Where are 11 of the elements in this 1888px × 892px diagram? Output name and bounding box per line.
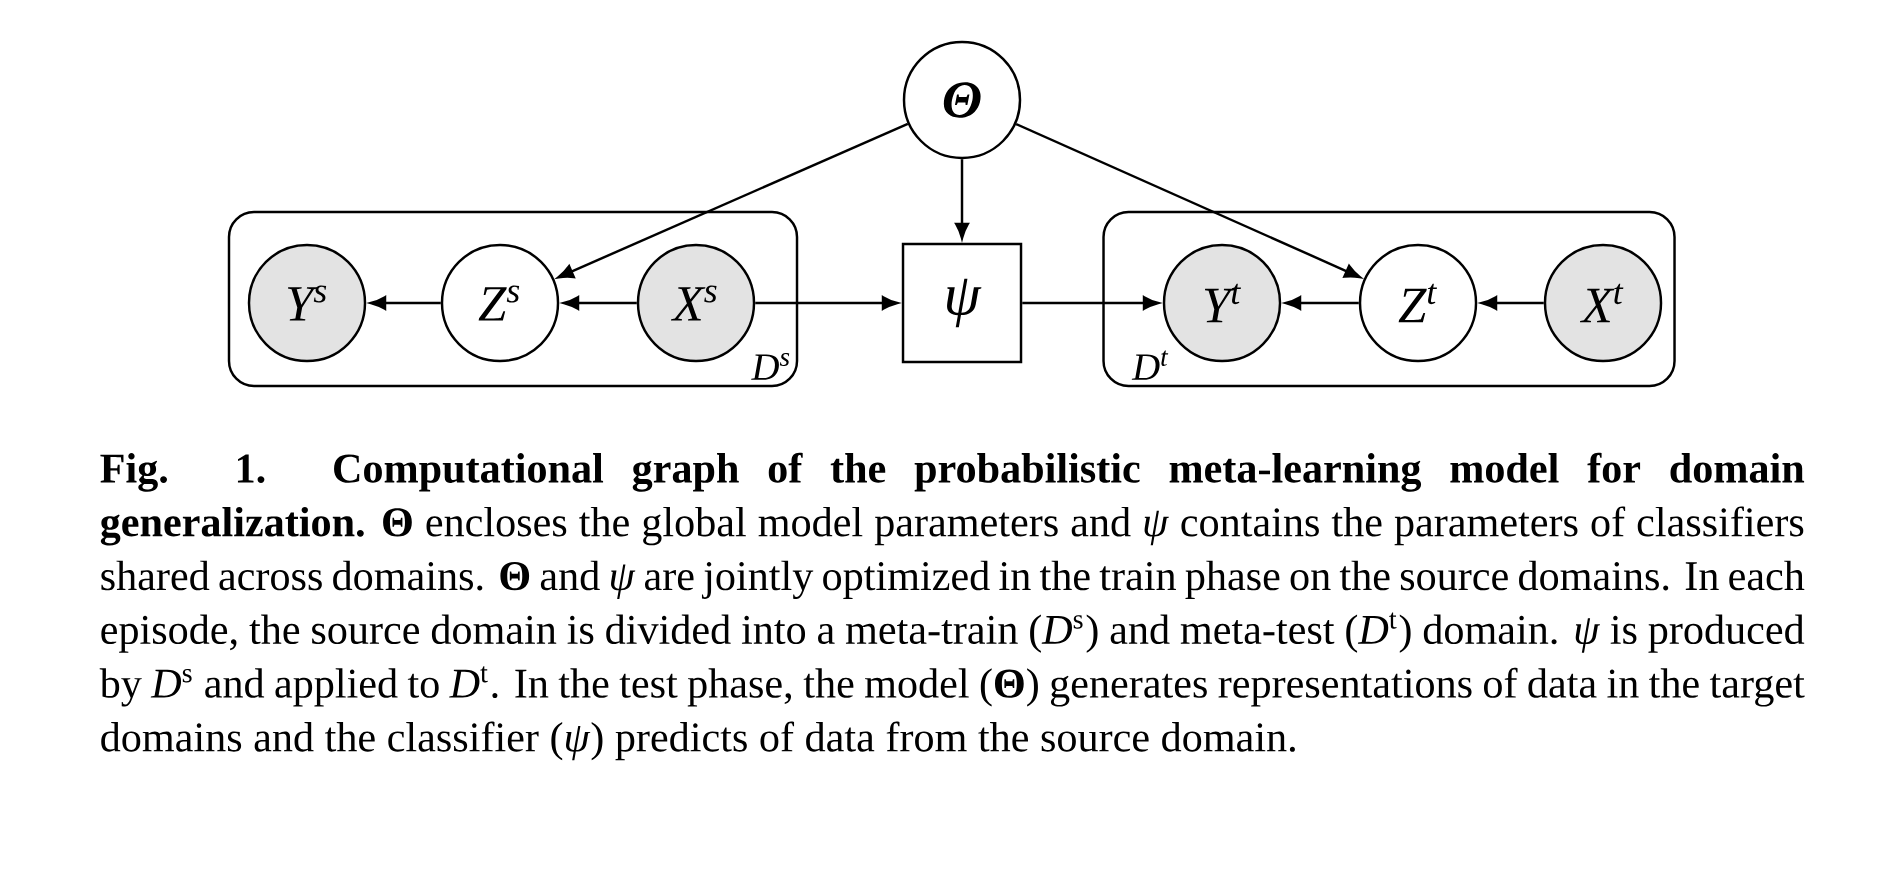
- parameter-box: ψ: [901, 242, 1023, 364]
- arrow: [1480, 295, 1544, 310]
- arrow: [955, 159, 970, 240]
- arrow: [1022, 295, 1160, 310]
- arrow: [1284, 295, 1359, 310]
- arrow: [755, 295, 899, 310]
- caption: Fig. 1. Computational graph of the probabilistic meta-learning model for domain generalization. Θ encloses the global model parameters and ψ contains the parameters of classifiers shared across domains. Θ and ψ are jointly optimized in the train phase on the source domains. In each episode, the source domain is divided into a meta-train (D$^{s}$) and meta-test (D$^{t}$) domain. ψ is produced by D$^{s}$ and applied to D$^{t}$. In the test phase, the model (Θ) generates representations of data in the target domains and the classifier (ψ) predicts of data from the source domain.: [99, 452, 1805, 761]
- arrow: [557, 122, 909, 279]
- arrow: [562, 295, 637, 310]
- arrow: [1015, 122, 1361, 279]
- arrow: [369, 295, 441, 310]
